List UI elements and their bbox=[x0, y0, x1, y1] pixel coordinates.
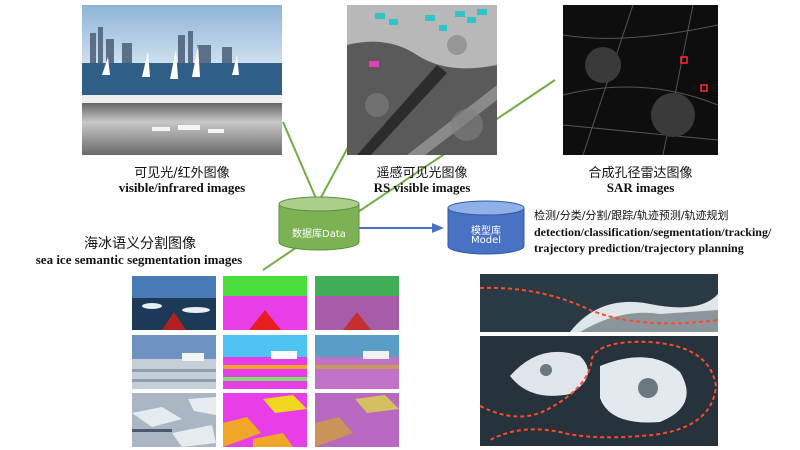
visible-infrared-caption-en: visible/infrared images bbox=[118, 180, 246, 195]
sea-ice-segmentation-3 bbox=[223, 393, 307, 447]
rs-visible-caption-en: RS visible images bbox=[373, 180, 471, 195]
task-list-cn: 检测/分类/分割/跟踪/轨迹预测/轨迹规划 bbox=[534, 209, 729, 222]
rs-visible-caption-cn: 遥感可见光图像 bbox=[376, 166, 468, 181]
database-label: 数据库Data bbox=[292, 229, 346, 240]
database-cylinder bbox=[278, 196, 360, 251]
model-cylinder bbox=[447, 200, 525, 255]
sea-ice-overlay-2 bbox=[315, 335, 399, 389]
db-to-model-arrow bbox=[358, 223, 444, 233]
task-list-en-line2: trajectory prediction/trajectory plannin… bbox=[534, 241, 744, 255]
trajectory-image-bottom bbox=[480, 336, 718, 446]
sar-caption-cn: 合成孔径雷达图像 bbox=[588, 166, 693, 181]
trajectory-image-top bbox=[480, 274, 718, 332]
connector-visible-to-db bbox=[282, 121, 319, 204]
sea-ice-original-3 bbox=[132, 393, 216, 447]
sea-ice-overlay-3 bbox=[315, 393, 399, 447]
sar-image bbox=[563, 5, 718, 155]
sea-ice-caption-cn: 海冰语义分割图像 bbox=[84, 236, 196, 252]
task-list-en-line1: detection/classification/segmentation/tr… bbox=[534, 225, 772, 239]
rs-visible-image bbox=[347, 5, 497, 155]
model-label-cn: 模型库 bbox=[471, 226, 501, 237]
visible-infrared-image bbox=[82, 5, 282, 155]
model-label-en: Model bbox=[470, 235, 502, 246]
sar-caption-en: SAR images bbox=[606, 180, 675, 195]
sea-ice-overlay-1 bbox=[315, 276, 399, 330]
sea-ice-original-2 bbox=[132, 335, 216, 389]
sea-ice-original-1 bbox=[132, 276, 216, 330]
sea-ice-segmentation-1 bbox=[223, 276, 307, 330]
connector-seaice-to-db bbox=[262, 244, 301, 271]
visible-infrared-caption-cn: 可见光/红外图像 bbox=[134, 166, 230, 181]
sea-ice-segmentation-2 bbox=[223, 335, 307, 389]
sea-ice-caption-en: sea ice semantic segmentation images bbox=[35, 252, 243, 267]
